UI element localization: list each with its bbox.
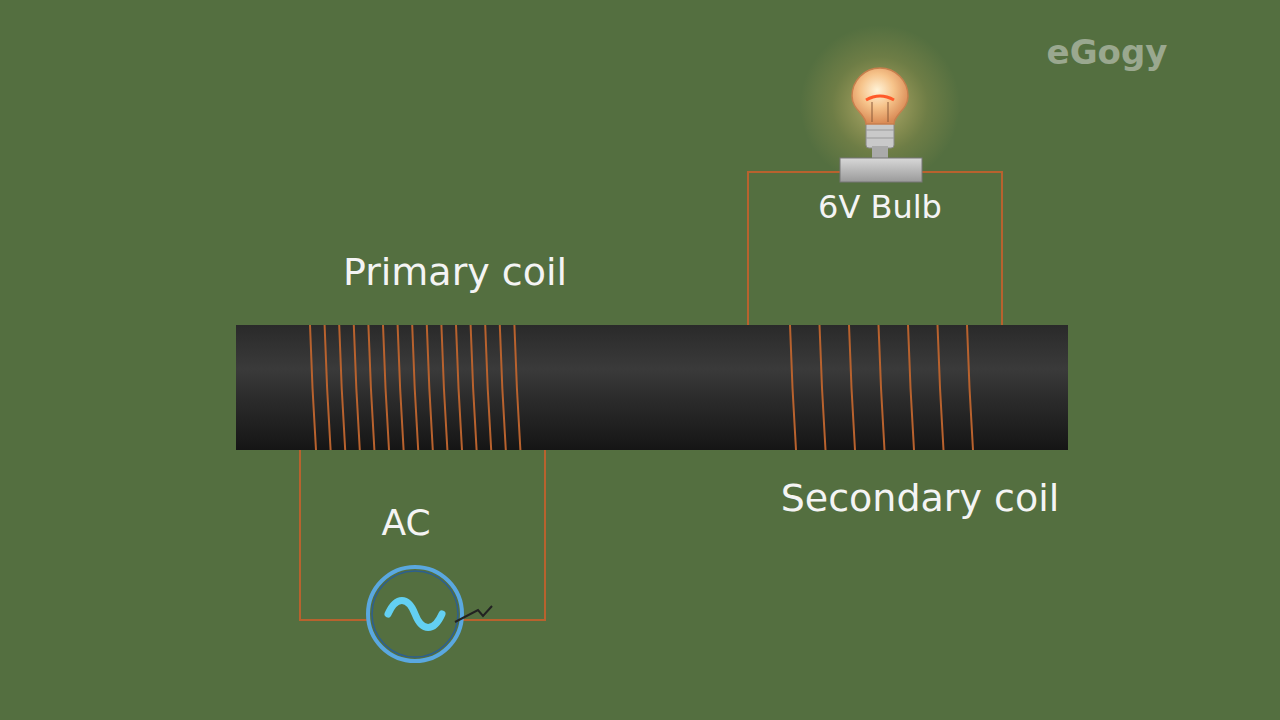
coil-turn [849, 325, 855, 450]
coil-turn [441, 325, 447, 450]
coil-turn [879, 325, 885, 450]
bulb-symbol [800, 25, 960, 185]
coil-turn [938, 325, 944, 450]
primary-wire [300, 450, 545, 620]
coil-turn [471, 325, 477, 450]
coil-turn [485, 325, 491, 450]
coil-turn [412, 325, 418, 450]
coil-turn [500, 325, 506, 450]
ac-source-symbol [368, 567, 492, 661]
part-label: Primary coil [343, 252, 567, 294]
coil-turn [514, 325, 520, 450]
coil-turn [339, 325, 345, 450]
part-label: AC [381, 503, 430, 543]
coil-turn [368, 325, 374, 450]
coil-turn [790, 325, 796, 450]
coil-turn [354, 325, 360, 450]
coil-turn [383, 325, 389, 450]
coil-turn [325, 325, 331, 450]
secondary-wire [748, 172, 1002, 325]
coil-turn [398, 325, 404, 450]
watermark: eGogy [1047, 34, 1168, 71]
iron-core [236, 325, 1068, 450]
coil-turn [820, 325, 826, 450]
coil-turn [427, 325, 433, 450]
coil-turn [967, 325, 973, 450]
coil-turn [310, 325, 316, 450]
part-label: Secondary coil [781, 478, 1060, 520]
coil-turn [908, 325, 914, 450]
coil-windings [310, 325, 973, 450]
part-label: 6V Bulb [818, 190, 942, 225]
coil-turn [456, 325, 462, 450]
